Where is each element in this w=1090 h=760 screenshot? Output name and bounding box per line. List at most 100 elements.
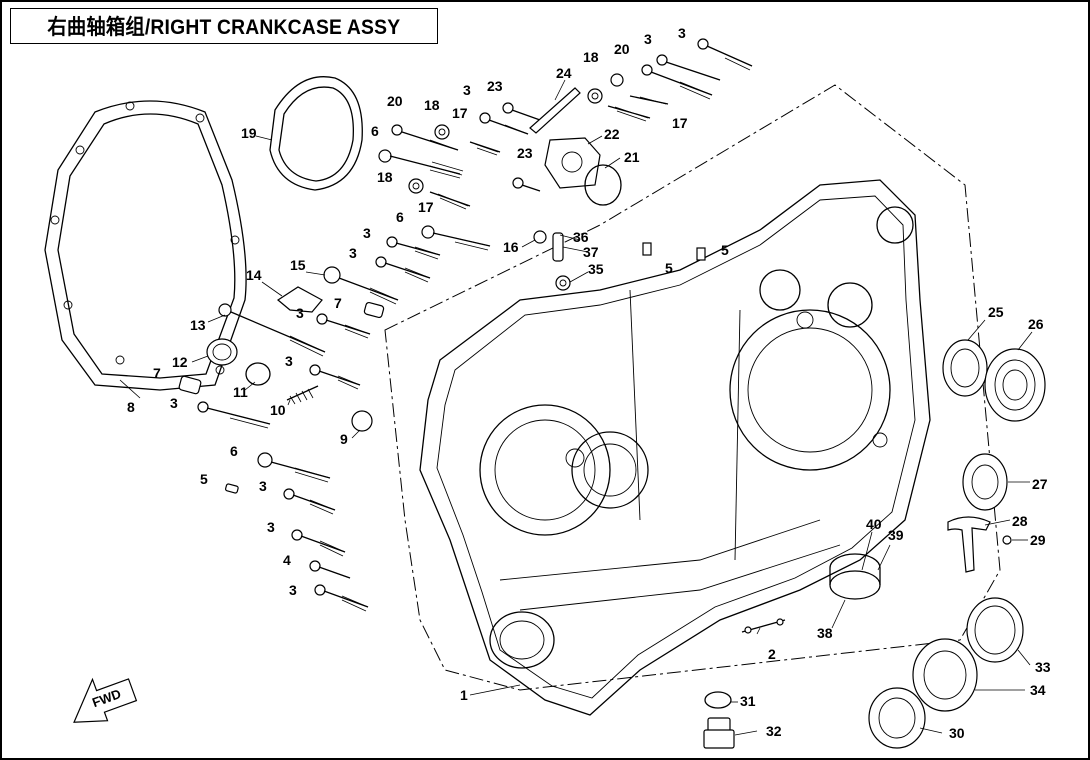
callout-25: 25 — [988, 304, 1004, 320]
bolt-set-2 — [741, 618, 786, 634]
bearing-26 — [984, 348, 1046, 422]
bushing-38-39-40 — [829, 553, 881, 600]
callout-26: 26 — [1028, 316, 1044, 332]
callout-13: 13 — [190, 317, 206, 333]
bearings-right — [703, 339, 1046, 749]
bolt-3-top-a — [479, 112, 529, 135]
bolt-23-a — [502, 102, 541, 121]
bolt-3-c — [316, 313, 371, 339]
callout-6: 6 — [396, 209, 404, 225]
leader-lines — [119, 79, 1033, 736]
callout-24: 24 — [556, 65, 572, 81]
callout-3: 3 — [170, 395, 178, 411]
callout-3: 3 — [678, 25, 686, 41]
callout-3: 3 — [349, 245, 357, 261]
callout-5: 5 — [665, 260, 673, 276]
callout-23: 23 — [487, 78, 503, 94]
drain-bolt-32 — [703, 717, 735, 749]
ball-9 — [351, 410, 373, 432]
fitting-16-37-36 — [533, 230, 571, 291]
pins-5-top — [642, 242, 706, 261]
callout-labels: 1 2 3 3 3 3 3 3 3 3 3 3 3 4 5 5 5 6 6 6 … — [127, 25, 1051, 741]
o-ring-21 — [584, 164, 622, 206]
callout-3: 3 — [259, 478, 267, 494]
fwd-arrow: FWD — [73, 677, 138, 723]
callout-6: 6 — [230, 443, 238, 459]
fork-28 — [947, 516, 991, 573]
callout-3: 3 — [285, 353, 293, 369]
washer-18-right — [587, 88, 603, 104]
pin-5-left — [225, 483, 239, 494]
bolt-6-upper — [378, 149, 464, 179]
callout-5: 5 — [721, 242, 729, 258]
callout-39: 39 — [888, 527, 904, 543]
plate-24 — [529, 87, 581, 134]
bracket-14 — [276, 286, 323, 313]
stud-17-right-b — [629, 95, 669, 105]
drain-washer-31 — [704, 691, 732, 709]
callout-4: 4 — [283, 552, 291, 568]
callout-3: 3 — [644, 31, 652, 47]
callout-15: 15 — [290, 257, 306, 273]
callout-7: 7 — [334, 295, 342, 311]
washer-18-left — [434, 124, 450, 140]
bolts-top — [391, 38, 753, 291]
callout-37: 37 — [583, 244, 599, 260]
callout-10: 10 — [270, 402, 286, 418]
callout-12: 12 — [172, 354, 188, 370]
callout-11: 11 — [233, 384, 248, 400]
washer-18-mid — [408, 178, 424, 194]
bolt-3-g — [291, 529, 346, 557]
callout-40: 40 — [866, 516, 882, 532]
callout-1: 1 — [460, 687, 468, 703]
callout-31: 31 — [740, 693, 756, 709]
cover-22 — [544, 137, 601, 189]
callout-2: 2 — [768, 646, 776, 662]
stud-17-left — [469, 141, 501, 156]
seal-30 — [868, 687, 926, 749]
bearing-27 — [962, 453, 1008, 511]
callout-17: 17 — [452, 105, 468, 121]
callout-38: 38 — [817, 625, 833, 641]
callout-3: 3 — [289, 582, 297, 598]
washer-20-right — [610, 73, 624, 87]
callout-30: 30 — [949, 725, 965, 741]
callout-3: 3 — [267, 519, 275, 535]
callout-18: 18 — [583, 49, 599, 65]
callout-18: 18 — [424, 97, 440, 113]
bolt-3-e — [197, 401, 271, 429]
callout-36: 36 — [573, 229, 589, 245]
bolt-6-lower — [257, 452, 331, 483]
dowel-7-lower — [178, 375, 202, 395]
seal-33 — [966, 597, 1024, 663]
bolt-3-top-c — [656, 54, 721, 81]
washer-20-left — [391, 124, 459, 151]
callout-28: 28 — [1012, 513, 1028, 529]
bolt-6-mid — [421, 225, 491, 251]
bolt-3-a — [386, 236, 441, 260]
long-bolt-13 — [218, 303, 326, 357]
bolt-3-f — [283, 488, 336, 515]
spring-10 — [286, 385, 319, 405]
bearing-34 — [912, 638, 978, 712]
bolt-23-b — [512, 177, 541, 192]
seal-25 — [942, 339, 988, 397]
callout-32: 32 — [766, 723, 782, 739]
callout-17: 17 — [418, 199, 434, 215]
callout-22: 22 — [604, 126, 620, 142]
callout-6: 6 — [371, 123, 379, 139]
assembly-boundary — [384, 84, 1001, 691]
callout-27: 27 — [1032, 476, 1048, 492]
round-gasket — [269, 76, 363, 191]
bolt-3-d — [309, 364, 361, 390]
stud-17-mid — [429, 191, 471, 210]
callout-20: 20 — [387, 93, 403, 109]
crankcase-body — [419, 179, 931, 716]
callout-29: 29 — [1030, 532, 1046, 548]
callout-19: 19 — [241, 125, 257, 141]
callout-3: 3 — [296, 305, 304, 321]
callout-20: 20 — [614, 41, 630, 57]
callout-34: 34 — [1030, 682, 1046, 698]
callout-33: 33 — [1035, 659, 1051, 675]
callout-16: 16 — [503, 239, 519, 255]
